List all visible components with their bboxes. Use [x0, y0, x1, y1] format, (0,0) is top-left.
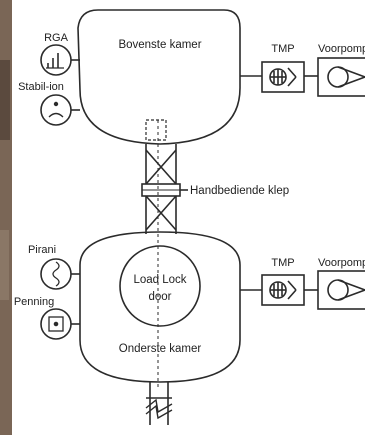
rga-gauge-icon: [41, 45, 71, 75]
upper-chamber-shape: [78, 10, 240, 144]
load-lock-label-line2: door: [148, 291, 171, 303]
upper-chamber-label: Bovenste kamer: [118, 39, 201, 51]
tmp-bottom-label: TMP: [271, 257, 294, 269]
pirani-gauge-icon: [41, 259, 71, 289]
rga-label: RGA: [44, 32, 69, 44]
stabil-ion-label: Stabil-ion: [18, 81, 64, 93]
fore-pump-top-box: [318, 58, 365, 96]
fore-pump-bottom-label: Voorpomp: [318, 257, 365, 269]
stabil-ion-gauge-icon: [41, 95, 71, 125]
tmp-top-label: TMP: [271, 43, 294, 55]
penning-label: Penning: [14, 296, 54, 308]
valve-label: Handbediende klep: [190, 185, 289, 197]
load-lock-circle: [120, 246, 200, 326]
lower-chamber-shape: [80, 232, 240, 382]
load-lock-label-line1: Load Lock: [133, 274, 186, 286]
transfer-box: [146, 120, 166, 140]
lower-chamber-label: Onderste kamer: [119, 343, 202, 355]
fore-pump-top-label: Voorpomp: [318, 43, 365, 55]
fore-pump-bottom-box: [318, 271, 365, 309]
pirani-label: Pirani: [28, 244, 56, 256]
